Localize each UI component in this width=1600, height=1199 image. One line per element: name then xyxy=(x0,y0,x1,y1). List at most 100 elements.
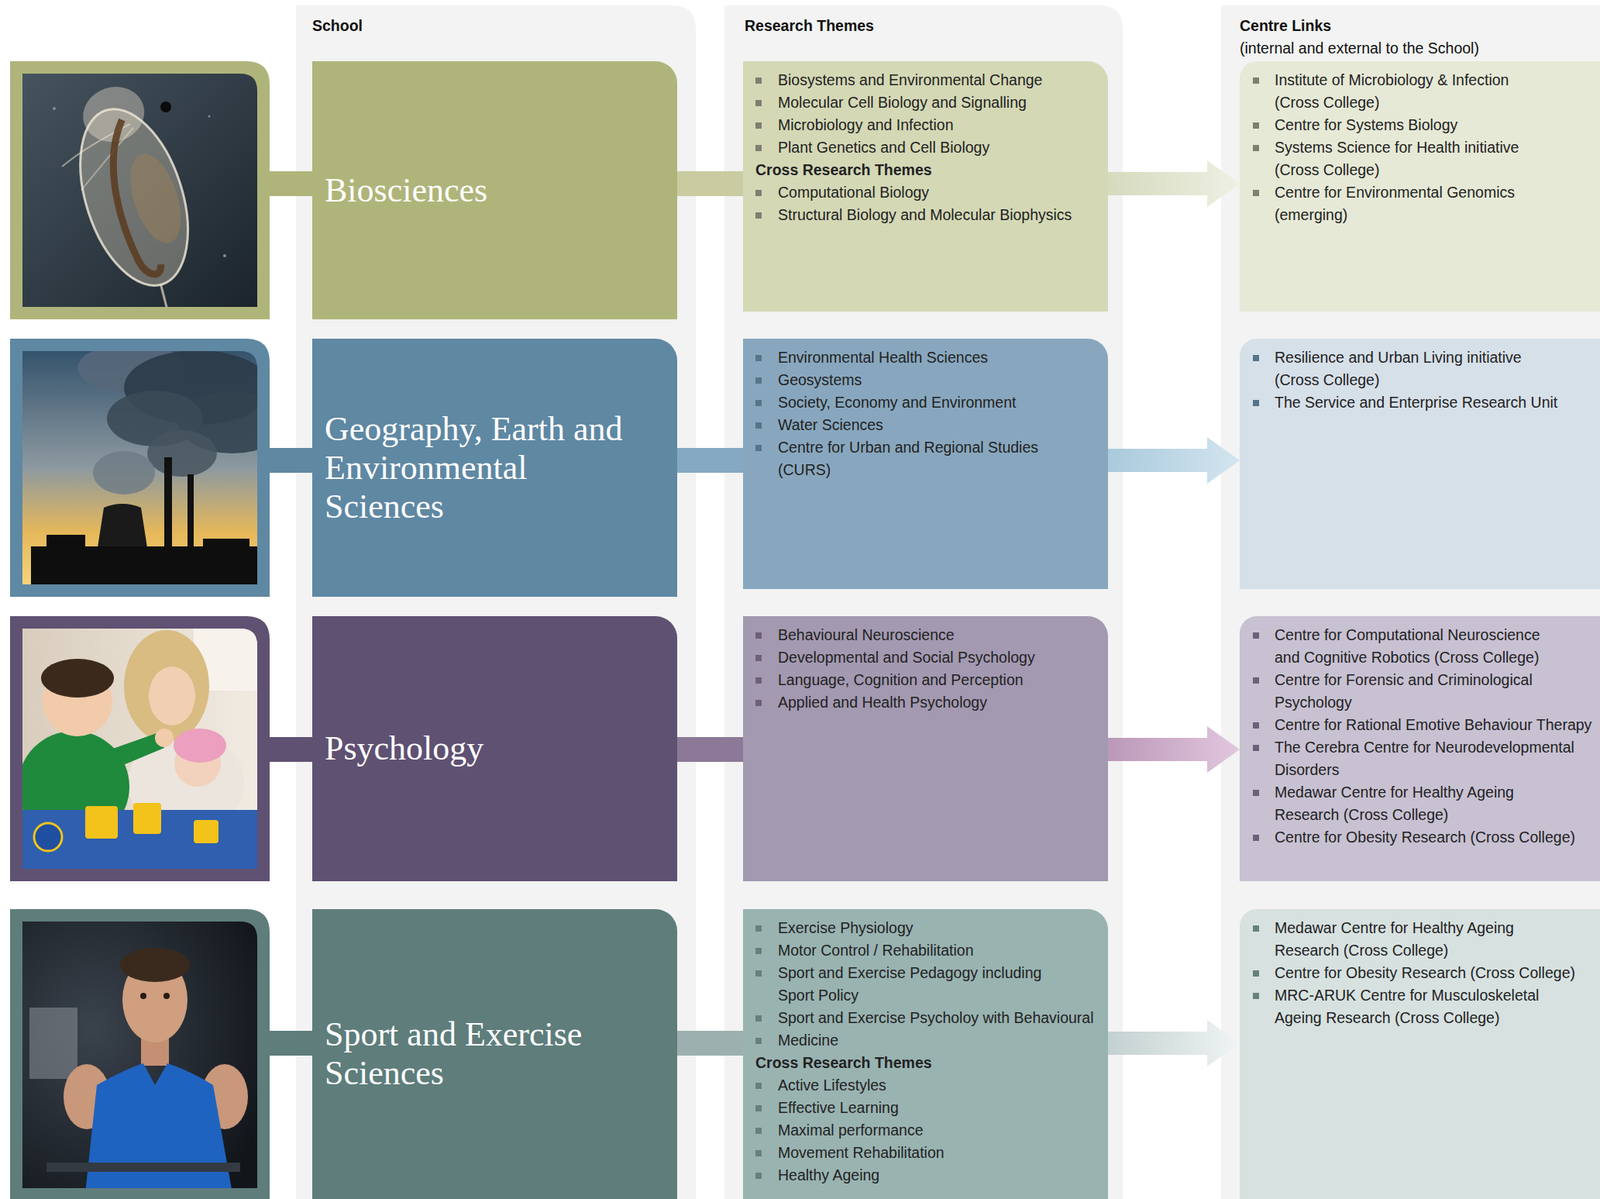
exercise-photo xyxy=(22,921,258,1194)
exercise-photo-part xyxy=(29,1007,78,1079)
photo-frame xyxy=(10,908,270,1199)
research-theme: Healthy Ageing xyxy=(777,1163,1104,1187)
frame-band xyxy=(266,447,315,473)
list-item: Centre for Environmental Genomics (emerg… xyxy=(1252,181,1597,227)
column-heading: Centre Links xyxy=(1239,14,1332,38)
bullet-square xyxy=(1252,122,1260,129)
column-panel xyxy=(1221,5,1600,1199)
list-item: Institute of Microbiology & Infection (C… xyxy=(1252,68,1597,114)
frame-band xyxy=(266,736,315,762)
bullet-square xyxy=(1252,722,1260,729)
list-item: Language, Cognition and Perception xyxy=(755,668,1104,692)
water-flea-photo-part-part xyxy=(92,119,171,279)
children-photo-part xyxy=(154,728,174,747)
bullet-square xyxy=(755,1172,762,1179)
frame-band xyxy=(266,171,315,197)
centre-link: Centre for Obesity Research (Cross Colle… xyxy=(1274,825,1597,849)
bullet-square xyxy=(755,189,762,197)
water-flea-photo-part-part xyxy=(120,147,191,249)
list-item: Sport and Exercise Pedagogy including Sp… xyxy=(755,961,1104,1007)
list-item: The Cerebra Centre for Neurodevelopmenta… xyxy=(1252,736,1597,782)
exercise-photo-part xyxy=(140,992,147,999)
centre-link: Systems Science for Health initiative (C… xyxy=(1274,136,1546,182)
bullet-square xyxy=(755,925,762,932)
research-theme: Geosystems xyxy=(777,368,1104,392)
bullet-square xyxy=(755,144,762,152)
list-item: Exercise Physiology xyxy=(755,916,1104,940)
water-flea-photo-part xyxy=(208,115,211,118)
list-item: Centre for Urban and Regional Studies (C… xyxy=(755,436,1104,482)
centre-link: Centre for Obesity Research (Cross Colle… xyxy=(1274,961,1597,985)
bullet-square xyxy=(755,1037,762,1044)
centre-link: Medawar Centre for Healthy Ageing Resear… xyxy=(1274,781,1542,826)
research-theme: Society, Economy and Environment xyxy=(777,391,1104,414)
connector-arrow xyxy=(1107,160,1240,207)
bullet-square xyxy=(1252,354,1260,362)
school-box: Geography, Earth and Environmental Scien… xyxy=(312,338,678,597)
research-theme: Sport and Exercise Pedagogy including Sp… xyxy=(777,961,1069,1007)
list-item: Medicine xyxy=(755,1028,1104,1052)
list-item: Sport and Exercise Psycholoy with Behavi… xyxy=(755,1006,1104,1029)
school-name: Geography, Earth and Environmental Scien… xyxy=(324,409,627,527)
children-photo-part xyxy=(123,629,210,742)
list-item: Society, Economy and Environment xyxy=(755,391,1104,414)
photo-frame xyxy=(10,61,270,320)
research-theme: Computational Biology xyxy=(777,181,1104,204)
list-item: MRC-ARUK Centre for Musculoskeletal Agei… xyxy=(1252,984,1597,1029)
centre-link: Centre for Systems Biology xyxy=(1274,113,1597,137)
list-item: Biosystems and Environmental Change xyxy=(755,68,1104,92)
water-flea-photo-part xyxy=(223,254,227,258)
bullet-square xyxy=(755,377,762,384)
group-heading: Cross Research Themes xyxy=(755,158,1104,182)
power-station-photo-part xyxy=(147,430,217,477)
bullet-square xyxy=(755,444,762,451)
power-station-photo-part xyxy=(92,450,155,495)
bullet-square xyxy=(755,699,762,706)
list-item: Structural Biology and Molecular Biophys… xyxy=(755,203,1104,227)
bullet-square xyxy=(755,1104,762,1112)
research-theme: Biosystems and Environmental Change xyxy=(777,68,1104,92)
connector-band xyxy=(677,1030,744,1056)
centre-links-box: Medawar Centre for Healthy Ageing Resear… xyxy=(1239,908,1600,1199)
bullet-square xyxy=(1252,144,1260,152)
bullet-square xyxy=(755,677,762,684)
bullet-square xyxy=(1252,677,1260,684)
school-name: Psychology xyxy=(324,729,484,768)
research-theme: Environmental Health Sciences xyxy=(777,346,1104,369)
school-box: Psychology xyxy=(312,615,678,881)
children-photo-part xyxy=(92,732,165,775)
bullet-square xyxy=(755,654,762,661)
research-theme: Plant Genetics and Cell Biology xyxy=(777,136,1104,159)
research-theme: Language, Cognition and Perception xyxy=(777,668,1104,692)
power-station-photo-part xyxy=(46,534,86,551)
children-photo-part xyxy=(193,819,219,844)
water-flea-photo-part-part xyxy=(158,283,173,320)
bullet-square xyxy=(755,1082,762,1089)
bullet-square xyxy=(1252,992,1260,999)
bullet-square xyxy=(1252,834,1260,841)
bullet-square xyxy=(755,77,762,84)
water-flea-photo-part xyxy=(53,75,220,334)
research-themes-box: Biosystems and Environmental ChangeMolec… xyxy=(743,61,1108,312)
exercise-photo-part xyxy=(120,947,190,982)
list-item: Medawar Centre for Healthy Ageing Resear… xyxy=(1252,781,1597,826)
centre-link: Centre for Forensic and Criminological P… xyxy=(1274,668,1554,714)
list-item: Cross Research Themes xyxy=(755,158,1104,182)
research-theme: Medicine xyxy=(777,1028,1104,1052)
list-item: Microbiology and Infection xyxy=(755,113,1104,137)
list-item: Centre for Obesity Research (Cross Colle… xyxy=(1252,961,1597,985)
children-photo-part xyxy=(148,666,196,726)
power-station-photo xyxy=(22,343,287,585)
centre-link: Medawar Centre for Healthy Ageing Resear… xyxy=(1274,916,1542,962)
connector-arrow xyxy=(1107,726,1240,773)
exercise-photo-part xyxy=(46,1162,241,1172)
bullet-square xyxy=(1252,399,1260,407)
research-theme: Maximal performance xyxy=(777,1118,1104,1142)
list-item: Developmental and Social Psychology xyxy=(755,646,1104,669)
connector-arrow xyxy=(1107,1019,1240,1067)
list-item: Centre for Forensic and Criminological P… xyxy=(1252,668,1597,714)
list-item: The Service and Enterprise Research Unit xyxy=(1252,391,1597,414)
bullet-square xyxy=(1252,189,1260,197)
water-flea-photo-part xyxy=(52,106,56,111)
